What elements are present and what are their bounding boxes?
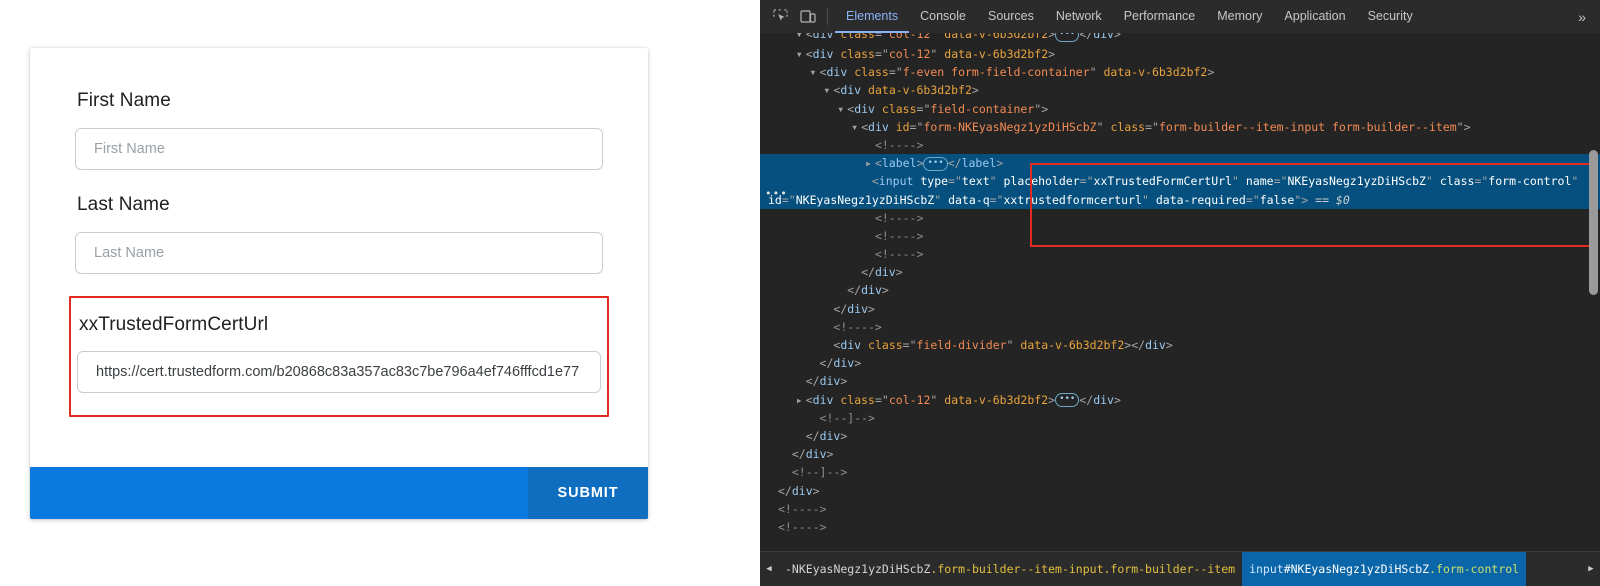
tab-performance[interactable]: Performance — [1123, 9, 1196, 23]
submit-button[interactable]: SUBMIT — [528, 467, 648, 519]
devtools-panel: Elements Console Sources Network Perform… — [760, 0, 1600, 586]
tab-sources[interactable]: Sources — [987, 9, 1034, 23]
tab-security[interactable]: Security — [1367, 9, 1413, 23]
dom-node[interactable]: <div class="col-12" data-v-6b3d2bf2> — [760, 45, 1600, 63]
dom-comment-node[interactable]: <!----> — [874, 210, 924, 225]
dom-breadcrumb: ◀ -NKEyasNegz1yzDiHScbZ.form-builder--it… — [760, 551, 1600, 586]
first-name-input[interactable] — [75, 128, 603, 170]
dom-node[interactable]: <div class="f-even form-field-container"… — [760, 63, 1600, 81]
devtools-toolbar: Elements Console Sources Network Perform… — [760, 0, 1600, 34]
breadcrumb-selected-id: #NKEyasNegz1yzDiHScbZ — [1283, 562, 1430, 576]
dom-node-selected-input[interactable]: <input type="text" placeholder="xxTruste… — [760, 172, 1600, 209]
breadcrumb-item-selected[interactable]: input#NKEyasNegz1yzDiHScbZ.form-control — [1242, 552, 1527, 586]
dom-close-tag[interactable]: </div> — [861, 265, 903, 280]
tab-console[interactable]: Console — [920, 9, 966, 23]
dom-close-tag[interactable]: </div> — [778, 483, 820, 498]
dom-close-tag[interactable]: </div> — [791, 447, 834, 462]
device-toolbar-icon[interactable] — [794, 4, 822, 30]
selected-row-gutter-dots: ••• — [765, 187, 788, 200]
trustedform-url-input[interactable] — [77, 351, 601, 393]
dom-comment-node[interactable]: <!--]--> — [791, 465, 848, 480]
breadcrumb-item-parent[interactable]: -NKEyasNegz1yzDiHScbZ.form-builder--item… — [778, 552, 1242, 586]
breadcrumb-parent-class-2: .form-builder--item — [1103, 562, 1236, 576]
breadcrumb-parent-class-1: .form-builder--item-input — [930, 562, 1104, 576]
dom-node[interactable]: <div data-v-6b3d2bf2> — [760, 81, 1600, 99]
dom-tree-clipped-row: <div class="col-12" data-v-6b3d2bf2>•••<… — [760, 33, 1600, 43]
last-name-input[interactable] — [75, 232, 603, 274]
dom-node-collapsed[interactable]: <div class="col-12" data-v-6b3d2bf2>•••<… — [760, 391, 1600, 409]
breadcrumb-selected-class: .form-control — [1429, 562, 1520, 576]
more-tabs-icon[interactable]: » — [1578, 8, 1586, 25]
first-name-label: First Name — [77, 90, 171, 111]
dom-node-label-collapsed[interactable]: <label>•••</label> — [760, 154, 1600, 173]
dom-comment-node[interactable]: <!----> — [874, 247, 924, 262]
form-card: First Name Last Name xxTrustedFormCertUr… — [30, 48, 648, 519]
last-name-field-block: Last Name — [75, 192, 603, 274]
submit-bar: SUBMIT — [30, 467, 648, 519]
breadcrumb-selected-tag: input — [1249, 562, 1284, 576]
dom-close-tag[interactable]: </div> — [847, 283, 889, 298]
dom-comment-node[interactable]: <!----> — [778, 519, 827, 534]
dom-close-tag[interactable]: </div> — [805, 374, 848, 389]
breadcrumb-right-arrow[interactable]: ▶ — [1588, 564, 1594, 574]
dom-close-tag[interactable]: </div> — [805, 428, 848, 443]
tab-application[interactable]: Application — [1284, 9, 1346, 23]
first-name-field-block: First Name — [75, 88, 603, 170]
trustedform-field-highlight: xxTrustedFormCertUrl — [69, 296, 609, 417]
inspect-element-icon[interactable] — [766, 4, 794, 30]
dom-tree[interactable]: <div class="col-12" data-v-6b3d2bf2>•••<… — [760, 33, 1600, 552]
tab-memory[interactable]: Memory — [1217, 9, 1263, 23]
web-page-pane: First Name Last Name xxTrustedFormCertUr… — [0, 0, 760, 586]
dom-comment-node[interactable]: <!--]--> — [819, 410, 875, 425]
tab-elements[interactable]: Elements — [835, 0, 909, 33]
form-card-body: First Name Last Name xxTrustedFormCertUr… — [30, 48, 648, 445]
dom-comment-node[interactable]: <!----> — [874, 228, 924, 243]
toolbar-divider — [827, 8, 828, 25]
trustedform-label: xxTrustedFormCertUrl — [79, 314, 269, 335]
dom-close-tag[interactable]: </div> — [833, 301, 875, 316]
dom-close-tag[interactable]: </div> — [819, 356, 862, 371]
dom-node-field-divider[interactable]: <div class="field-divider" data-v-6b3d2b… — [833, 338, 1173, 353]
tab-network[interactable]: Network — [1055, 9, 1102, 23]
dom-node-form-builder-item[interactable]: <div id="form-NKEyasNegz1yzDiHScbZ" clas… — [760, 118, 1600, 136]
dom-comment-node[interactable]: <!----> — [874, 137, 924, 152]
last-name-label: Last Name — [77, 194, 170, 215]
dom-node[interactable]: <div class="field-container"> — [760, 100, 1600, 118]
dom-tree-scrollbar[interactable] — [1589, 150, 1598, 295]
breadcrumb-left-arrow[interactable]: ◀ — [766, 564, 772, 574]
dom-comment-node[interactable]: <!----> — [778, 501, 827, 516]
devtools-tabs: Elements Console Sources Network Perform… — [835, 0, 1424, 33]
dom-comment-node[interactable]: <!----> — [833, 319, 882, 334]
breadcrumb-parent-id: -NKEyasNegz1yzDiHScbZ — [785, 562, 931, 576]
